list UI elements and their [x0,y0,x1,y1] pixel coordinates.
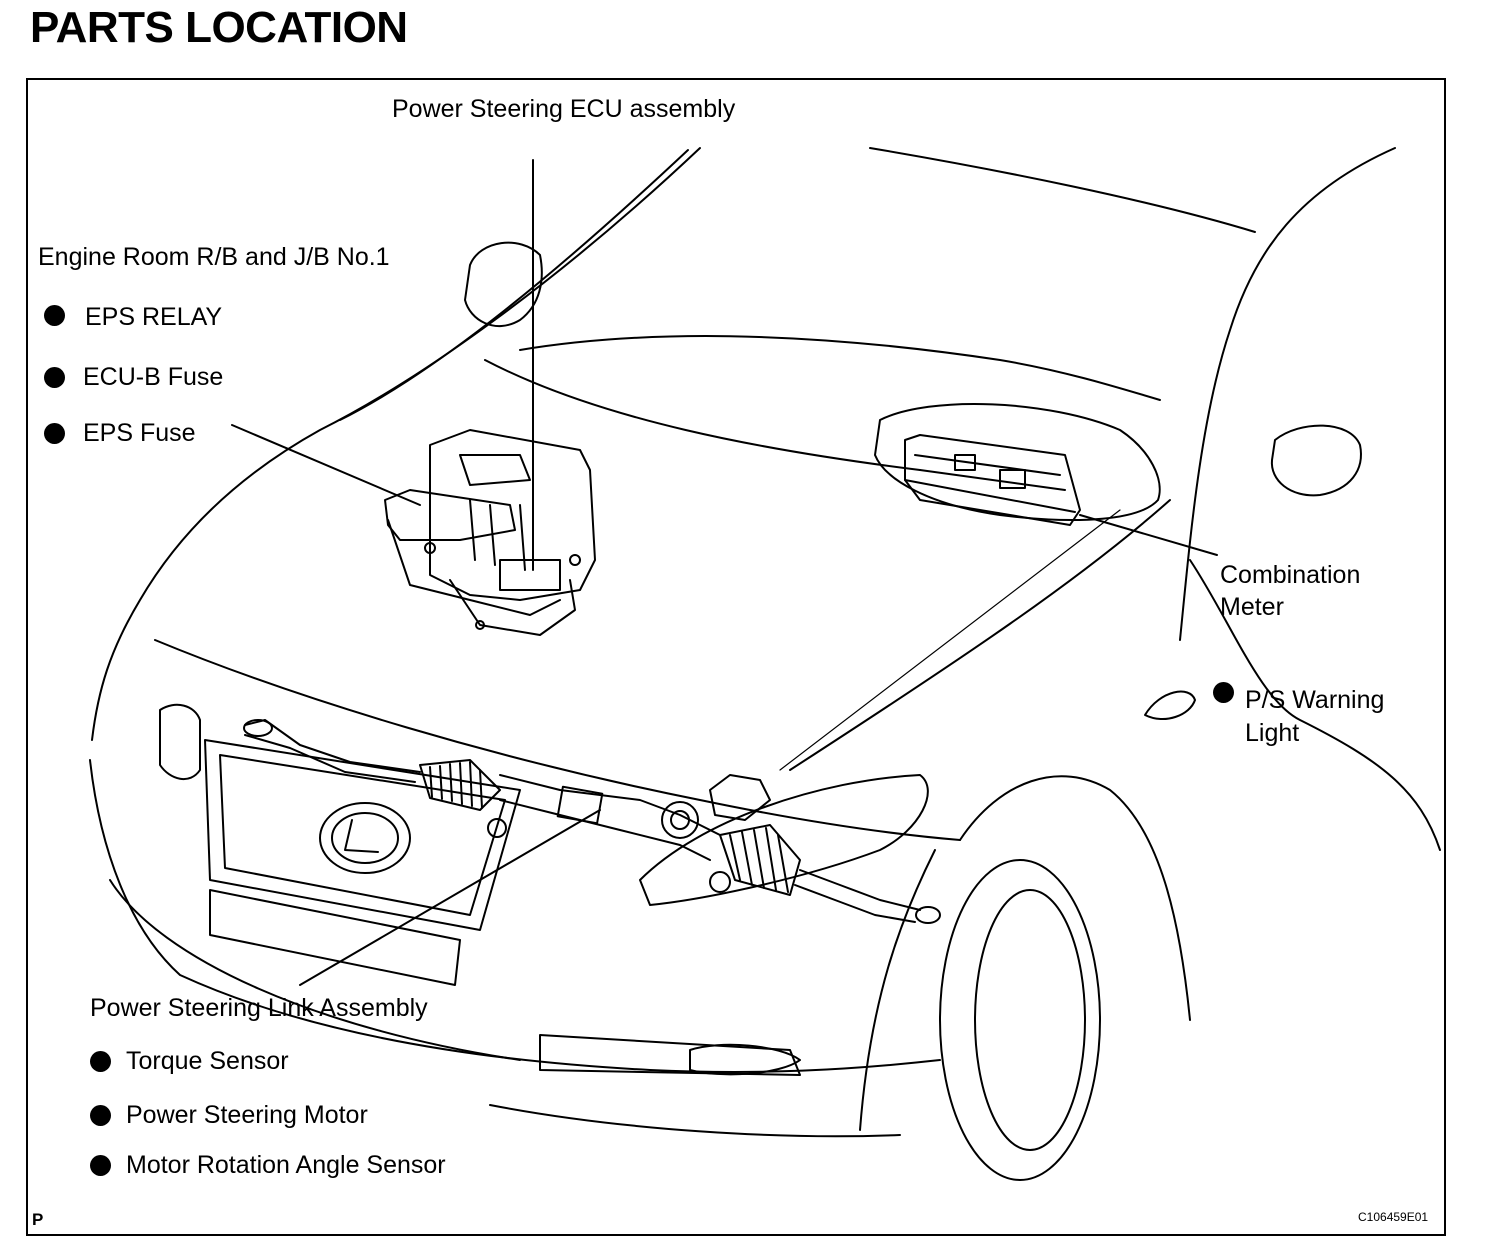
wheel-arch [959,775,1191,1021]
lexus-emblem-inner [331,812,399,864]
label-engine-room-rb: Engine Room R/B and J/B No.1 [38,243,390,271]
hood-left-edge-inner [339,149,689,421]
label-motor-angle-sensor: Motor Rotation Angle Sensor [126,1151,446,1179]
left-headlight [159,703,201,780]
page-title: PARTS LOCATION [30,3,408,52]
leader-eps-fuse [231,424,421,506]
bullet-ps-warning [1213,682,1234,703]
left-mirror [464,241,543,327]
hood-line-1 [484,359,921,471]
leader-combination-meter [1079,514,1218,556]
right-boot [719,824,801,896]
label-eps-fuse: EPS Fuse [83,419,196,447]
figure-code: C106459E01 [1358,1210,1429,1224]
right-mirror [1270,424,1362,497]
front-tire-inner [974,889,1086,1151]
label-combination-meter-2: Meter [1220,593,1284,621]
label-eps-relay: EPS RELAY [85,303,223,331]
label-link-assembly: Power Steering Link Assembly [90,994,428,1022]
label-ecu-b-fuse: ECU-B Fuse [83,363,224,391]
leader-meter-rack [779,509,1121,771]
bumper-lower [109,879,521,1061]
leader-link-assembly [299,809,601,986]
fog-lamp [689,1043,801,1076]
label-combination-meter-1: Combination [1220,561,1361,589]
ecu-block [384,429,596,636]
windshield-right-pillar [1179,147,1396,641]
bumper-slot [209,889,461,986]
left-boot [419,759,501,811]
label-torque-sensor: Torque Sensor [126,1047,289,1075]
fender-line [859,849,936,1131]
diagram-frame [26,78,1446,1236]
label-ecu-assembly: Power Steering ECU assembly [392,95,736,123]
steering-rack [243,719,941,924]
hood-crease [519,335,1161,401]
bullet-eps-fuse [44,423,65,444]
bumper-bottom [489,1104,901,1138]
label-ps-warning-1: P/S Warning [1245,686,1385,714]
emblem-l [344,819,379,853]
meter-hood [874,402,1161,521]
hood-front-edge [154,639,961,841]
windshield-top [869,147,1256,233]
body-side [1189,559,1441,851]
label-ps-motor: Power Steering Motor [126,1101,368,1129]
front-tire [939,859,1101,1181]
bullet-ecu-b-fuse [44,367,65,388]
grille-inner [219,754,506,916]
bullet-ps-motor [90,1105,111,1126]
lexus-emblem [319,802,411,874]
bullet-eps-relay [44,305,65,326]
front-grille [204,739,521,931]
label-ps-warning-2: Light [1245,719,1300,747]
bullet-torque-sensor [90,1051,111,1072]
hood-right-crease [789,499,1171,771]
bullet-motor-angle-sensor [90,1155,111,1176]
meter-unit [904,434,1081,526]
bumper-vent [539,1034,801,1076]
right-headlight [639,774,929,906]
corner-mark: P [32,1210,44,1229]
side-handle [1144,690,1196,720]
